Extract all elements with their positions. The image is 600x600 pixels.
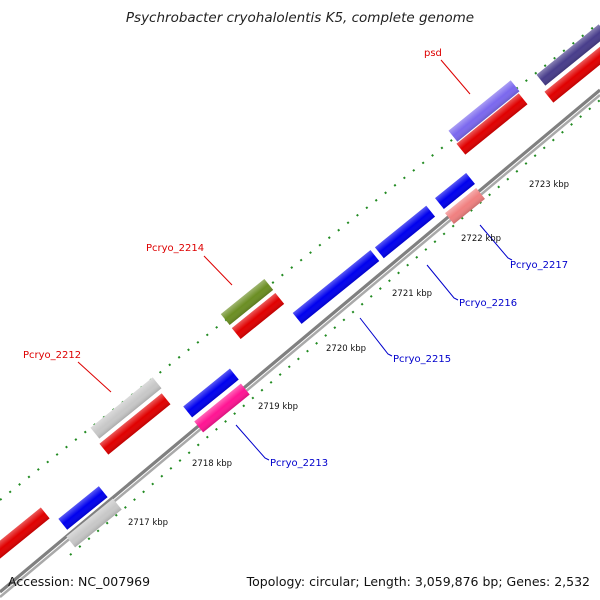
leader-pcryo-2215 xyxy=(359,317,393,357)
gene-pcryo-2217-upper xyxy=(435,172,475,210)
gene-pcryo-2212 xyxy=(90,377,162,439)
cds-reverse-grey xyxy=(66,498,122,548)
scale-label-2717: 2717 kbp xyxy=(128,518,168,528)
gene-label-pcryo-2215: Pcryo_2215 xyxy=(393,354,451,365)
gene-label-pcryo-2213: Pcryo_2213 xyxy=(270,458,328,469)
gene-pcryo-2213 xyxy=(194,383,250,433)
scale-label-2722: 2722 kbp xyxy=(461,234,501,244)
leader-pcryo-2217 xyxy=(479,224,513,261)
tick-tracks xyxy=(0,21,600,556)
topology-summary: Topology: circular; Length: 3,059,876 bp… xyxy=(246,574,590,589)
map-title: Psychrobacter cryohalolentis K5, complet… xyxy=(125,10,475,26)
cds-forward-3 xyxy=(231,292,285,340)
gene-labels: psd Pcryo_2214 Pcryo_2212 Pcryo_2217 Pcr… xyxy=(23,48,568,469)
tick-track-inner xyxy=(69,99,600,556)
gene-pcryo-2216 xyxy=(374,205,436,259)
gene-psd xyxy=(448,80,520,142)
label-leader-lines xyxy=(77,59,513,461)
gene-label-pcryo-2214: Pcryo_2214 xyxy=(146,243,204,254)
gene-label-pcryo-2212: Pcryo_2212 xyxy=(23,350,81,361)
cds-forward-2 xyxy=(99,393,171,455)
leader-pcryo-2213 xyxy=(235,424,270,461)
scale-labels: 2717 kbp 2718 kbp 2719 kbp 2720 kbp 2721… xyxy=(128,180,569,528)
accession-label: Accession: NC_007969 xyxy=(8,574,151,589)
gene-outer-dark xyxy=(536,24,600,86)
leader-psd xyxy=(440,59,471,95)
cds-forward-1 xyxy=(0,507,50,563)
cds-forward-5 xyxy=(544,41,600,103)
gene-pcryo-2213-upper xyxy=(183,368,239,418)
gene-pcryo-2214 xyxy=(220,278,274,326)
scale-label-2721: 2721 kbp xyxy=(392,289,432,299)
gene-label-pcryo-2217: Pcryo_2217 xyxy=(510,260,568,271)
outer-track-features xyxy=(90,24,600,439)
cds-forward-4 xyxy=(456,93,528,155)
gene-pcryo-2215 xyxy=(292,250,380,324)
leader-pcryo-2214 xyxy=(203,255,233,286)
scale-label-2719: 2719 kbp xyxy=(258,402,298,412)
gene-pcryo-2217 xyxy=(445,187,485,225)
leader-pcryo-2212 xyxy=(77,361,112,393)
scale-label-2720: 2720 kbp xyxy=(326,344,366,354)
leader-pcryo-2216 xyxy=(426,264,459,301)
reverse-strand-features xyxy=(58,172,485,548)
forward-strand-features xyxy=(0,41,600,563)
cds-reverse-1 xyxy=(58,486,108,530)
scale-label-2723: 2723 kbp xyxy=(529,180,569,190)
scale-label-2718: 2718 kbp xyxy=(192,459,232,469)
gene-label-psd: psd xyxy=(424,48,442,59)
gene-label-pcryo-2216: Pcryo_2216 xyxy=(459,298,517,309)
